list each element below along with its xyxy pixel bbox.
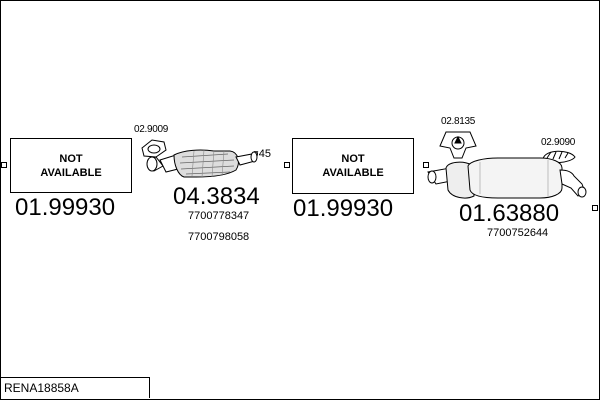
gasket-icon	[141, 139, 167, 158]
connector-marker	[423, 162, 429, 168]
clamp-part-number: 02.9090	[541, 137, 576, 148]
not-available-box-1: NOT AVAILABLE	[10, 138, 132, 193]
gasket-part-number: 02.9009	[134, 124, 169, 135]
rear-silencer-icon	[427, 157, 587, 199]
part-number-1: 01.99930	[15, 194, 116, 221]
bracket-part-number: 02.8135	[441, 116, 476, 127]
part-number-2: 04.3834	[173, 183, 260, 210]
part-number-3: 01.99930	[293, 195, 394, 222]
oem-ref-2a: 7700778347	[188, 210, 250, 222]
not-available-box-2: NOT AVAILABLE	[292, 138, 414, 194]
catalytic-converter-icon	[146, 149, 258, 178]
oem-ref-2b: 7700798058	[188, 231, 250, 243]
reference-box: RENA18858A	[0, 377, 150, 398]
connector-marker	[284, 162, 290, 168]
connector-marker	[592, 205, 598, 211]
bracket-icon	[439, 131, 477, 159]
part-number-4: 01.63880	[459, 200, 560, 227]
oem-ref-4: 7700752644	[487, 227, 549, 239]
connector-marker	[1, 162, 7, 168]
